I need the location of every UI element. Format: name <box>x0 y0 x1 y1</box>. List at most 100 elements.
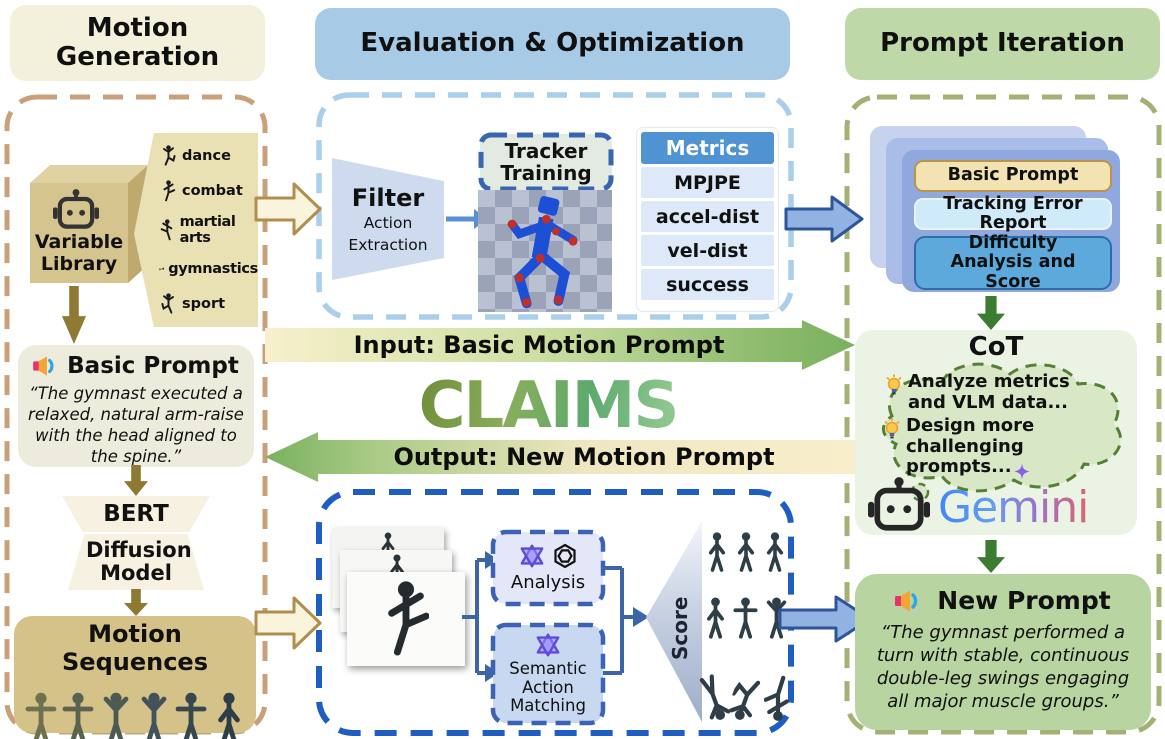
category-label: combat <box>182 182 243 199</box>
category-item: gymnastics <box>158 258 258 280</box>
metric-row: accel-dist <box>641 201 774 232</box>
tracker-training-label: Tracker Training <box>500 139 592 185</box>
video-frame-front <box>347 572 465 666</box>
new-prompt-quote: “The gymnast performed a turn with stabl… <box>876 622 1130 713</box>
metric-row: vel-dist <box>641 235 774 266</box>
cot-bullet-1: Analyze metrics and VLM data... <box>884 371 1116 413</box>
cot-bullet-2-text: Design more challenging prompts... <box>906 415 1035 478</box>
filter-title: Filter <box>351 184 425 212</box>
header-evaluation-optimization-label: Evaluation & Optimization <box>360 28 745 59</box>
sparkle-icon <box>1014 463 1030 480</box>
motion-sequences-label: Motion Sequences <box>62 620 208 676</box>
category-item: dance <box>160 145 258 167</box>
analysis-box: Analysis <box>493 532 603 604</box>
category-item: martial arts <box>160 214 258 246</box>
speaker-icon <box>33 356 54 376</box>
speaker-icon <box>895 590 918 611</box>
gemini-logo-text: Gemini <box>938 482 1089 533</box>
claims-logo-text: CLAIMS <box>418 369 680 443</box>
motion-sequences-box: Motion Sequences <box>14 616 256 733</box>
ai-logo-icon <box>520 544 543 568</box>
new-prompt-box: New Prompt “The gymnast performed a turn… <box>855 574 1151 730</box>
person-silhouette-icon <box>25 686 57 739</box>
filter-line2: Extraction <box>348 236 428 254</box>
basic-prompt-title: Basic Prompt <box>67 353 239 379</box>
category-item: sport <box>160 292 258 315</box>
cot-bullet-1-text: Analyze metrics and VLM data... <box>908 371 1070 413</box>
lightbulb-icon <box>886 374 902 395</box>
filter-block: Filter Action Extraction <box>332 158 444 280</box>
ai-logo-icon <box>536 633 560 657</box>
header-motion-generation-label: Motion Generation <box>55 12 220 72</box>
header-motion-generation: Motion Generation <box>10 5 265 81</box>
combat-figure-icon <box>163 179 176 201</box>
tracker-training-box: Tracker Training <box>480 134 612 190</box>
martial-arts-figure-icon <box>160 218 173 241</box>
filter-line1: Action <box>363 214 413 232</box>
person-silhouette-icon <box>764 668 792 728</box>
metric-row: MPJPE <box>641 167 774 198</box>
semantic-matching-label: Semantic Action Matching <box>509 659 587 716</box>
diffusion-model-block: Diffusion Model <box>68 534 204 590</box>
humanoid-robot-figure <box>507 195 578 309</box>
cot-bullet-2: Design more challenging prompts... <box>882 415 1118 478</box>
person-silhouette-icon <box>766 530 783 572</box>
report-difficulty-label: Difficulty Analysis and Score <box>950 233 1076 292</box>
header-prompt-iteration: Prompt Iteration <box>845 8 1160 80</box>
person-silhouette-icon <box>706 595 724 639</box>
openai-logo-icon <box>553 543 576 569</box>
basic-prompt-box: Basic Prompt “The gymnast executed a rel… <box>18 345 254 467</box>
report-basic-prompt-pill: Basic Prompt <box>914 160 1112 192</box>
metrics-header: Metrics <box>641 132 774 164</box>
header-prompt-iteration-label: Prompt Iteration <box>880 28 1125 59</box>
person-silhouette-icon <box>733 595 759 639</box>
motion-sequences-figures <box>14 676 256 739</box>
person-silhouette-icon <box>383 578 429 660</box>
analysis-box-border <box>490 529 606 607</box>
person-silhouette-icon <box>62 686 94 739</box>
person-silhouette-icon <box>737 530 755 572</box>
category-label: dance <box>182 148 231 165</box>
output-arrow: Output: New Motion Prompt <box>265 432 855 482</box>
motion-category-list: dance combat martial arts gymnastics spo… <box>134 133 258 327</box>
semantic-matching-box: Semantic Action Matching <box>493 625 603 723</box>
person-silhouette-icon <box>723 665 770 731</box>
semantic-box-border <box>490 622 606 726</box>
arrow-score-to-new-prompt <box>778 595 872 643</box>
person-silhouette-icon <box>175 686 207 739</box>
tracker-simulation-image <box>478 190 612 312</box>
bert-block: BERT <box>62 496 210 532</box>
robot-icon <box>868 477 930 531</box>
category-label: gymnastics <box>168 261 258 278</box>
cot-title: CoT <box>968 332 1024 362</box>
report-difficulty-pill: Difficulty Analysis and Score <box>914 233 1112 292</box>
tracker-training-border <box>478 132 614 192</box>
arrow-metrics-to-report <box>784 195 864 243</box>
arrow-library-to-filter <box>254 182 322 236</box>
robot-icon <box>53 189 99 229</box>
evaluation-top-panel-border <box>316 92 794 320</box>
output-arrow-label: Output: New Motion Prompt <box>393 443 775 471</box>
person-silhouette-icon <box>709 530 726 572</box>
basic-prompt-quote: “The gymnast executed a relaxed, natural… <box>28 384 244 467</box>
category-label: sport <box>182 295 226 312</box>
category-item: combat <box>160 179 258 202</box>
report-tracking-error-pill: Tracking Error Report <box>914 194 1112 233</box>
dancer-icon <box>163 145 176 166</box>
lightbulb-icon <box>884 418 900 439</box>
person-silhouette-icon <box>138 686 170 739</box>
input-arrow: Input: Basic Motion Prompt <box>265 320 855 370</box>
arrow-sequences-to-frames <box>254 596 322 650</box>
analysis-label: Analysis <box>510 572 586 593</box>
header-evaluation-optimization: Evaluation & Optimization <box>315 8 790 80</box>
bert-label: BERT <box>103 501 169 527</box>
person-silhouette-icon <box>100 686 132 739</box>
ranked-motions-row-3 <box>698 658 794 728</box>
metric-row: success <box>641 269 774 300</box>
new-prompt-title: New Prompt <box>937 586 1111 615</box>
variable-library-label: Variable Library <box>34 231 124 275</box>
diffusion-model-label: Diffusion Model <box>86 537 192 585</box>
sport-figure-icon <box>161 292 174 314</box>
score-label: Score <box>668 596 692 660</box>
